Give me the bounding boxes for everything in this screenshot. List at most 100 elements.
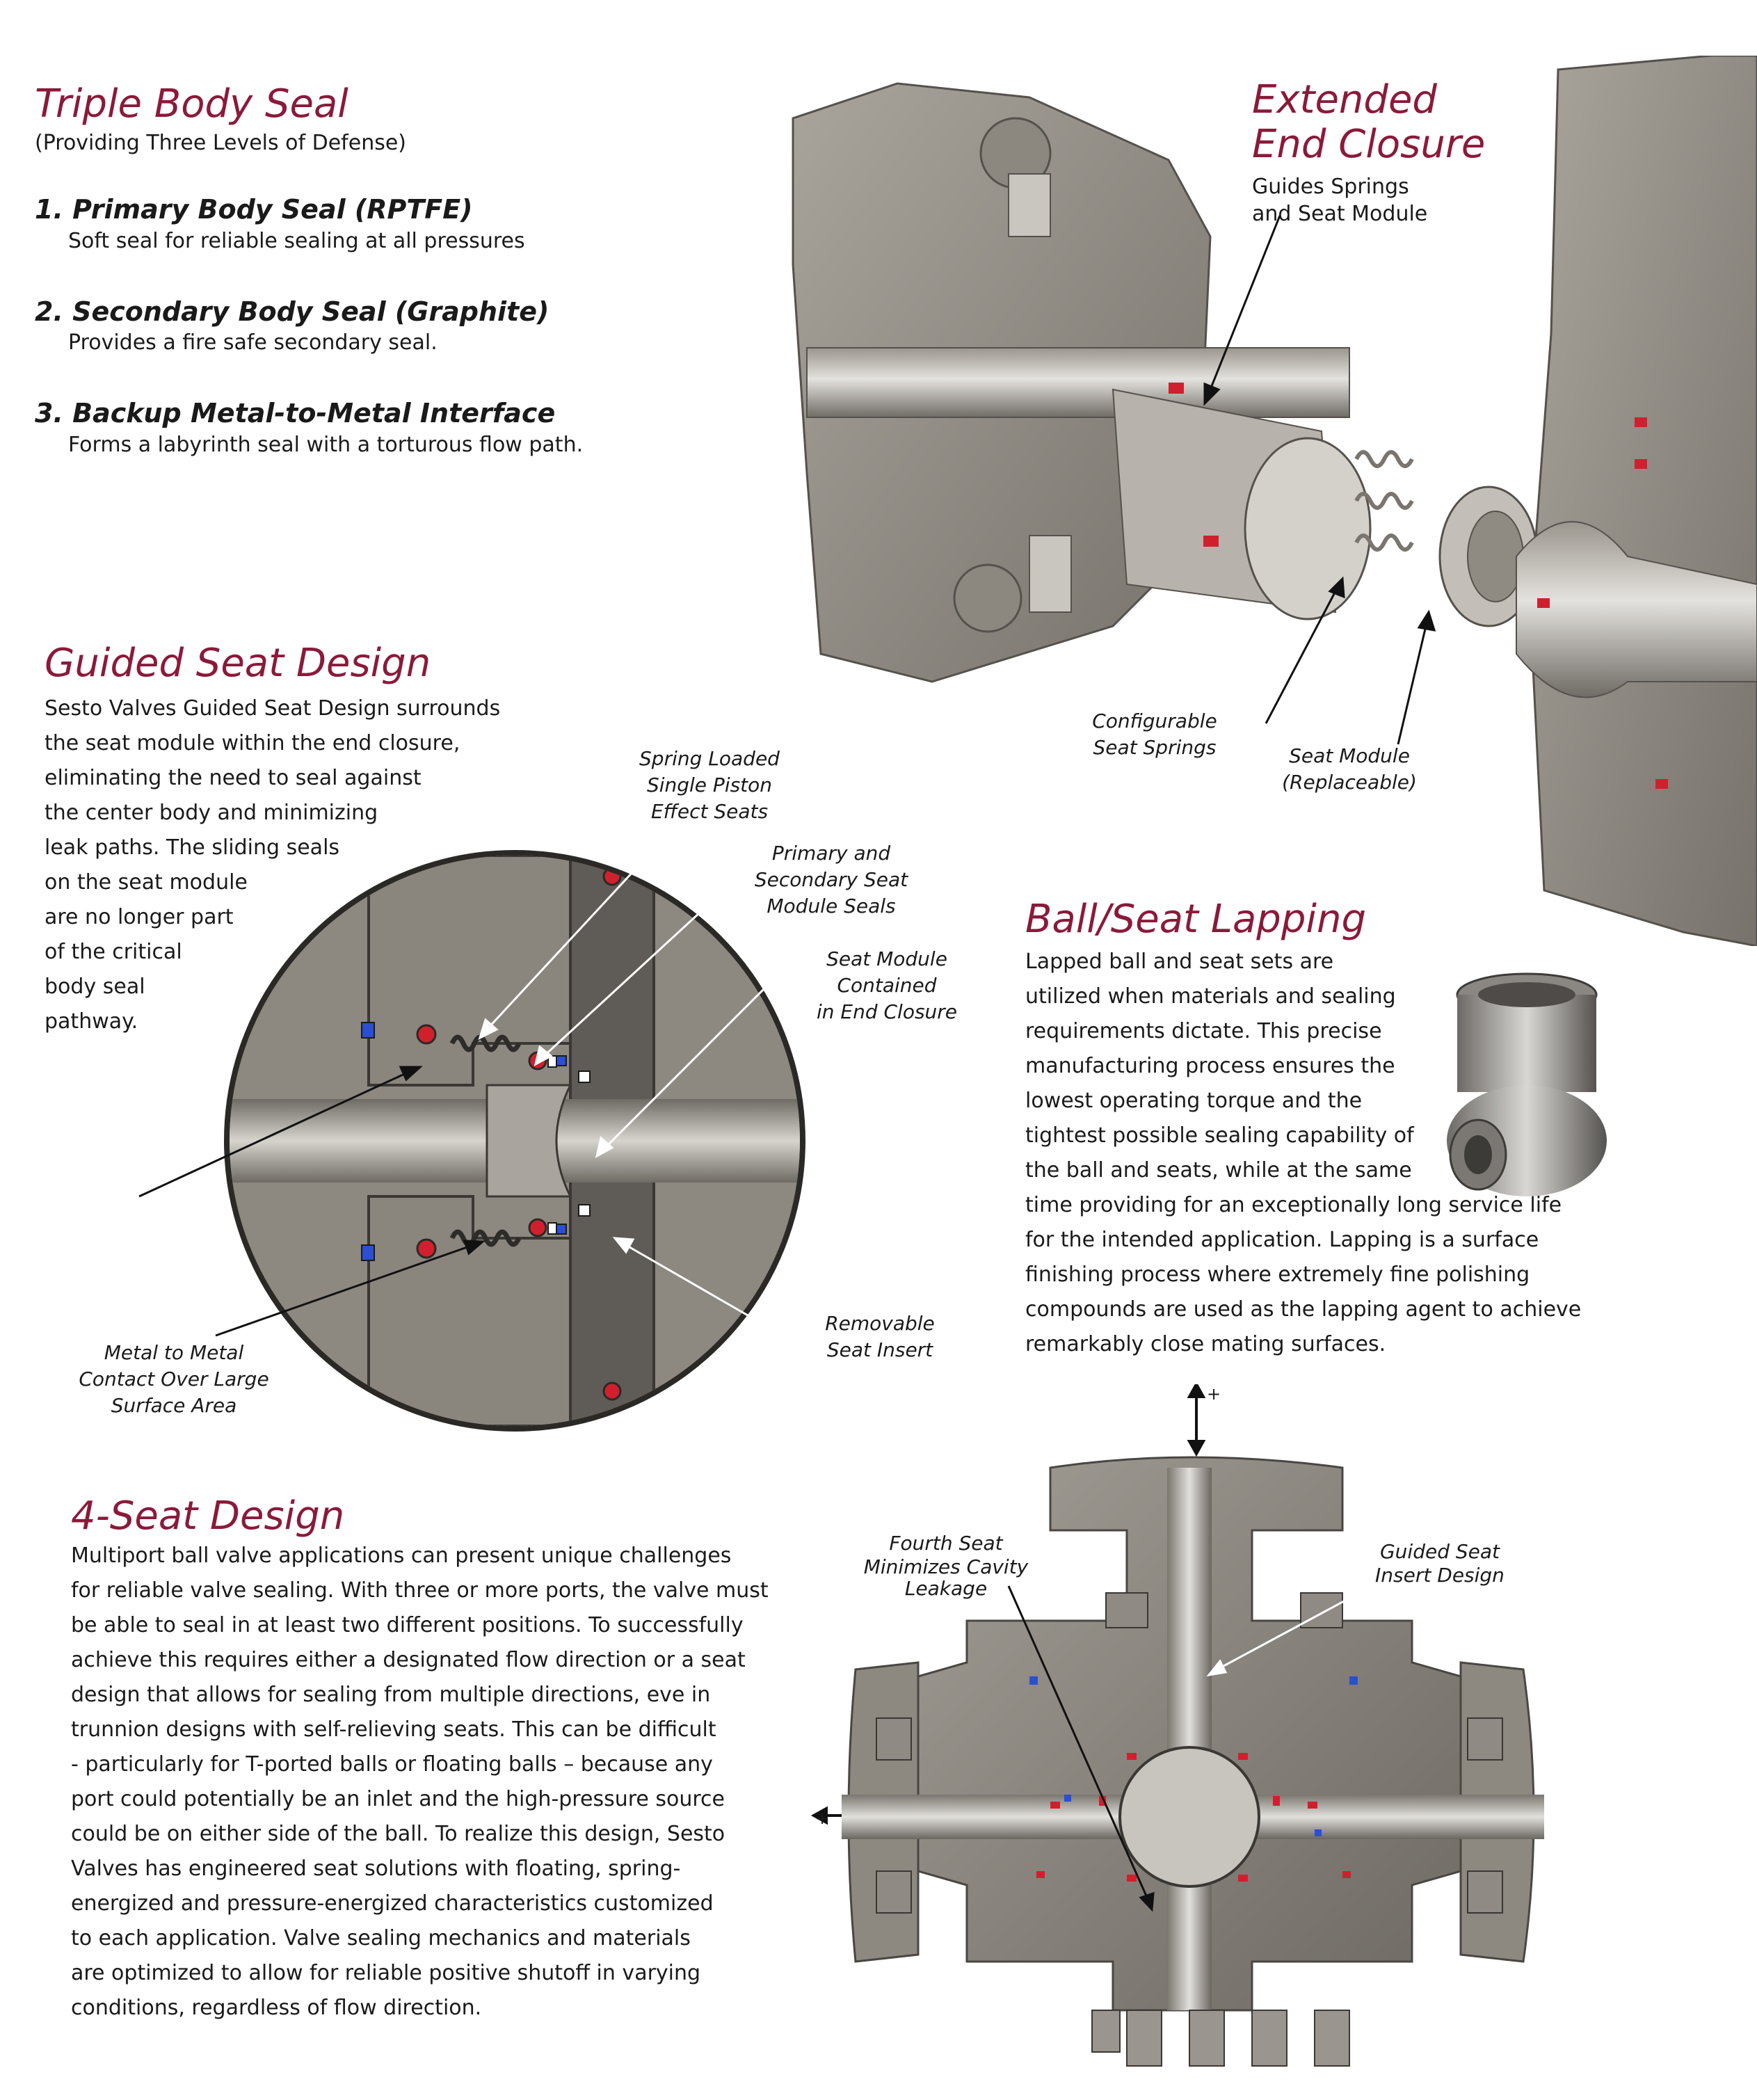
callout-guided-seat-insert: Guided Seat Insert Design [1342, 1539, 1537, 1587]
body-line: remarkably close mating surfaces. [1025, 1332, 1386, 1357]
callout-line: Surface Area [111, 1393, 237, 1417]
callout-line: (Replaceable) [1282, 770, 1417, 794]
callout-metal-to-metal: Metal to Metal Contact Over Large Surfac… [63, 1340, 285, 1418]
callout-line: Contained [837, 973, 937, 997]
extended-end-closure-title-line1: Extended [1252, 77, 1437, 122]
lapping-section: Ball/Seat Lapping Lapped ball and seat s… [1025, 897, 1721, 1362]
end-closure-illustration [792, 56, 1757, 946]
callout-line: in End Closure [816, 1000, 958, 1023]
body-line: Valves has engineered seat solutions wit… [71, 1857, 681, 1882]
body-line: utilized when materials and sealing [1025, 984, 1396, 1009]
callout-line: Secondary Seat [754, 867, 908, 891]
body-line: Sesto Valves Guided Seat Design surround… [45, 696, 501, 721]
seal-item-desc: Provides a fire safe secondary seal. [68, 330, 438, 355]
plus-sign-top: + [1207, 1384, 1221, 1404]
body-line: could be on either side of the ball. To … [71, 1822, 725, 1847]
body-line: the ball and seats, while at the same [1025, 1158, 1412, 1183]
body-line: on the seat module [45, 870, 248, 895]
callout-seat-module-replaceable: Seat Module (Replaceable) [1252, 743, 1447, 796]
lapping-body: Lapped ball and seat sets are utilized w… [1025, 945, 1721, 1362]
body-line: Lapped ball and seat sets are [1025, 949, 1334, 975]
body-line: Multiport ball valve applications can pr… [71, 1544, 732, 1569]
extended-end-closure-title-line2: End Closure [1252, 122, 1486, 168]
callout-line: Metal to Metal [104, 1341, 244, 1364]
triple-body-seal-title: Triple Body Seal [35, 81, 348, 127]
body-line: time providing for an exceptionally long… [1025, 1193, 1562, 1218]
body-line: pathway. [45, 1009, 138, 1034]
seal-item-3: 3. Backup Metal-to-Metal Interface Forms… [35, 396, 765, 458]
callout-spring-loaded-seats: Spring Loaded Single Piston Effect Seats [612, 746, 807, 824]
four-seat-section: 4-Seat Design Multiport ball valve appli… [71, 1493, 836, 2026]
callout-line: Seat Springs [1093, 735, 1217, 759]
lapping-title: Ball/Seat Lapping [1025, 897, 1366, 942]
body-line: are optimized to allow for reliable posi… [71, 1961, 701, 1986]
callout-line: Single Piston [646, 773, 773, 796]
plus-sign-left: + [815, 1809, 830, 1828]
four-seat-title: 4-Seat Design [71, 1493, 345, 1539]
callout-line: Seat Insert [826, 1338, 933, 1361]
extended-end-closure-section: Extended End Closure Guides Springs and … [1252, 77, 1530, 227]
body-line: trunnion designs with self-relieving sea… [71, 1717, 716, 1742]
callout-line: Guided Seat [1379, 1540, 1500, 1563]
body-line: for the intended application. Lapping is… [1025, 1228, 1539, 1253]
body-line: finishing process where extremely fine p… [1025, 1263, 1530, 1288]
body-line: conditions, regardless of flow direction… [71, 1996, 482, 2021]
callout-line: Spring Loaded [639, 747, 780, 770]
body-line: of the critical [45, 940, 182, 965]
body-line: the center body and minimizing [45, 801, 378, 826]
body-line: eliminating the need to seal against [45, 766, 422, 791]
guided-seat-title: Guided Seat Design [45, 641, 431, 686]
callout-line: Configurable [1092, 710, 1217, 732]
body-line: compounds are used as the lapping agent … [1025, 1297, 1582, 1322]
seal-item-title: 3. Backup Metal-to-Metal Interface [35, 398, 556, 429]
callout-line: Module Seals [767, 894, 896, 917]
callout-line: Insert Design [1375, 1563, 1505, 1587]
callout-line: Effect Seats [650, 799, 769, 823]
triple-body-seal-section: Triple Body Seal (Providing Three Levels… [35, 81, 765, 458]
body-line: energized and pressure-energized charact… [71, 1891, 714, 1916]
body-line: tightest possible sealing capability of [1025, 1123, 1414, 1148]
four-seat-body: Multiport ball valve applications can pr… [71, 1539, 836, 2026]
seal-item-2: 2. Secondary Body Seal (Graphite) Provid… [35, 295, 765, 356]
seal-item-1: 1. Primary Body Seal (RPTFE) Soft seal f… [35, 193, 765, 254]
seal-item-title: 1. Primary Body Seal (RPTFE) [35, 194, 473, 225]
body-line: the seat module within the end closure, [45, 731, 460, 756]
callout-configurable-seat-springs: Configurable Seat Springs [1057, 708, 1252, 761]
callout-line: Removable [825, 1312, 935, 1335]
lapped-ball-seat-photo [1447, 972, 1607, 1196]
callout-line: Fourth Seat [889, 1532, 1003, 1555]
body-line: port could potentially be an inlet and t… [71, 1787, 725, 1812]
callout-line: Leakage [904, 1576, 988, 1600]
guided-seat-body: Sesto Valves Guided Seat Design surround… [45, 691, 545, 1039]
body-line: lowest operating torque and the [1025, 1089, 1363, 1114]
triple-body-seal-subtitle: (Providing Three Levels of Defense) [35, 131, 407, 156]
body-line: body seal [45, 975, 145, 1000]
body-line: leak paths. The sliding seals [45, 835, 340, 860]
callout-primary-secondary-seals: Primary and Secondary Seat Module Seals [730, 840, 932, 919]
callout-line: Contact Over Large [79, 1367, 269, 1390]
callout-fourth-seat: Fourth Seat Minimizes Cavity Leakage [849, 1530, 1043, 1599]
body-line: are no longer part [45, 905, 234, 930]
body-line: for reliable valve sealing. With three o… [71, 1578, 769, 1603]
body-line: achieve this requires either a designate… [71, 1648, 746, 1673]
guided-seat-detail-illustration [138, 840, 808, 1432]
callout-line: Seat Module [826, 947, 947, 970]
callout-seat-module-contained: Seat Module Contained in End Closure [786, 946, 988, 1025]
callout-line: Primary and [771, 842, 891, 865]
callout-line: Minimizes Cavity [863, 1555, 1029, 1578]
body-line: design that allows for sealing from mult… [71, 1683, 711, 1708]
four-seat-valve-illustration [810, 1384, 1544, 2067]
extended-end-closure-desc-line1: Guides Springs [1252, 174, 1409, 199]
callout-line: Seat Module [1289, 744, 1410, 767]
body-line: - particularly for T-ported balls or flo… [71, 1752, 713, 1777]
seal-item-title: 2. Secondary Body Seal (Graphite) [35, 296, 549, 327]
body-line: manufacturing process ensures the [1025, 1054, 1395, 1079]
body-line: be able to seal in at least two differen… [71, 1613, 744, 1638]
body-line: to each application. Valve sealing mecha… [71, 1926, 691, 1951]
callout-removable-seat-insert: Removable Seat Insert [779, 1311, 981, 1363]
body-line: requirements dictate. This precise [1025, 1019, 1382, 1044]
seal-item-desc: Forms a labyrinth seal with a torturous … [68, 432, 584, 457]
seal-item-desc: Soft seal for reliable sealing at all pr… [68, 228, 525, 253]
guided-seat-section: Guided Seat Design Sesto Valves Guided S… [45, 641, 545, 1039]
extended-end-closure-desc-line2: and Seat Module [1252, 201, 1428, 226]
